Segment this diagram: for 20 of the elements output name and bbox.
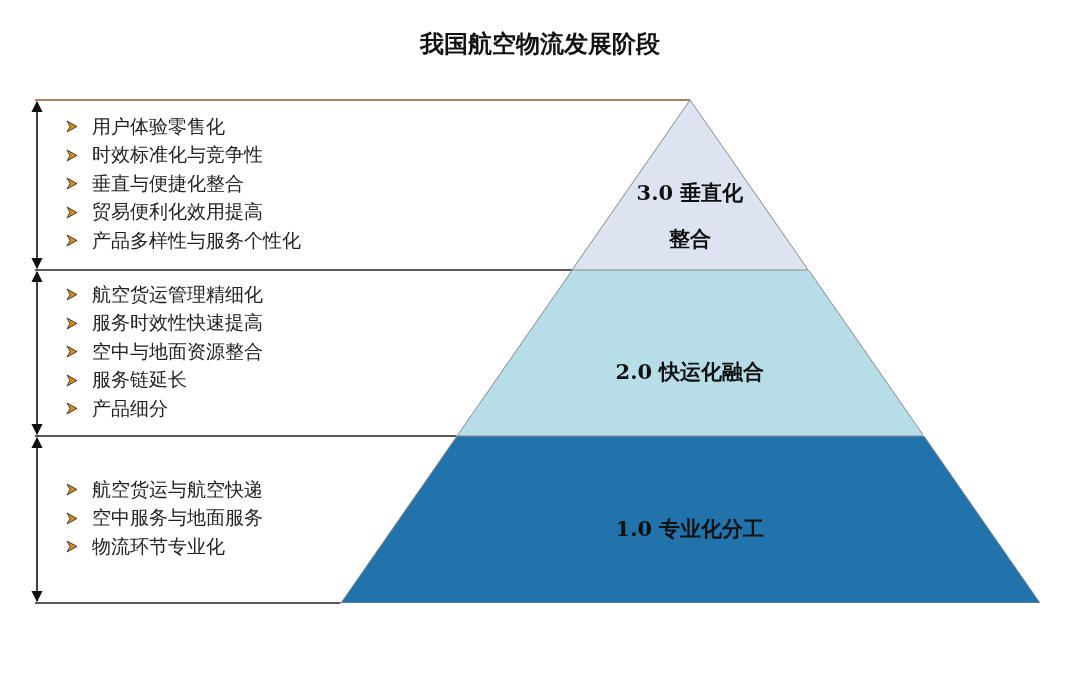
bullet-text: 空中与地面资源整合: [92, 338, 263, 364]
bullet-text: 航空货运与航空快递: [92, 476, 263, 502]
bullet-text: 垂直与便捷化整合: [92, 170, 244, 196]
bullet-text: 产品多样性与服务个性化: [92, 227, 301, 253]
bullet-text: 产品细分: [92, 395, 168, 421]
pyramid-tier: [571, 100, 809, 270]
bullet-text: 贸易便利化效用提高: [92, 199, 263, 225]
pyramid-tier: [340, 436, 1040, 603]
tier-label: 3.0 垂直化整合: [635, 179, 745, 253]
pyramid-tier: [456, 270, 924, 436]
bullet-text: 服务链延长: [92, 367, 187, 393]
bullet-text: 物流环节专业化: [92, 533, 225, 559]
bullet-text: 时效标准化与竞争性: [92, 142, 263, 168]
bullet-text: 空中服务与地面服务: [92, 505, 263, 531]
tier-label: 1.0 专业化分工: [614, 515, 766, 543]
bullet-text: 用户体验零售化: [92, 113, 225, 139]
bullet-text: 服务时效性快速提高: [92, 310, 263, 336]
title: 我国航空物流发展阶段: [419, 28, 661, 60]
bullet-text: 航空货运管理精细化: [92, 281, 263, 307]
tier-label: 2.0 快运化融合: [614, 358, 766, 386]
